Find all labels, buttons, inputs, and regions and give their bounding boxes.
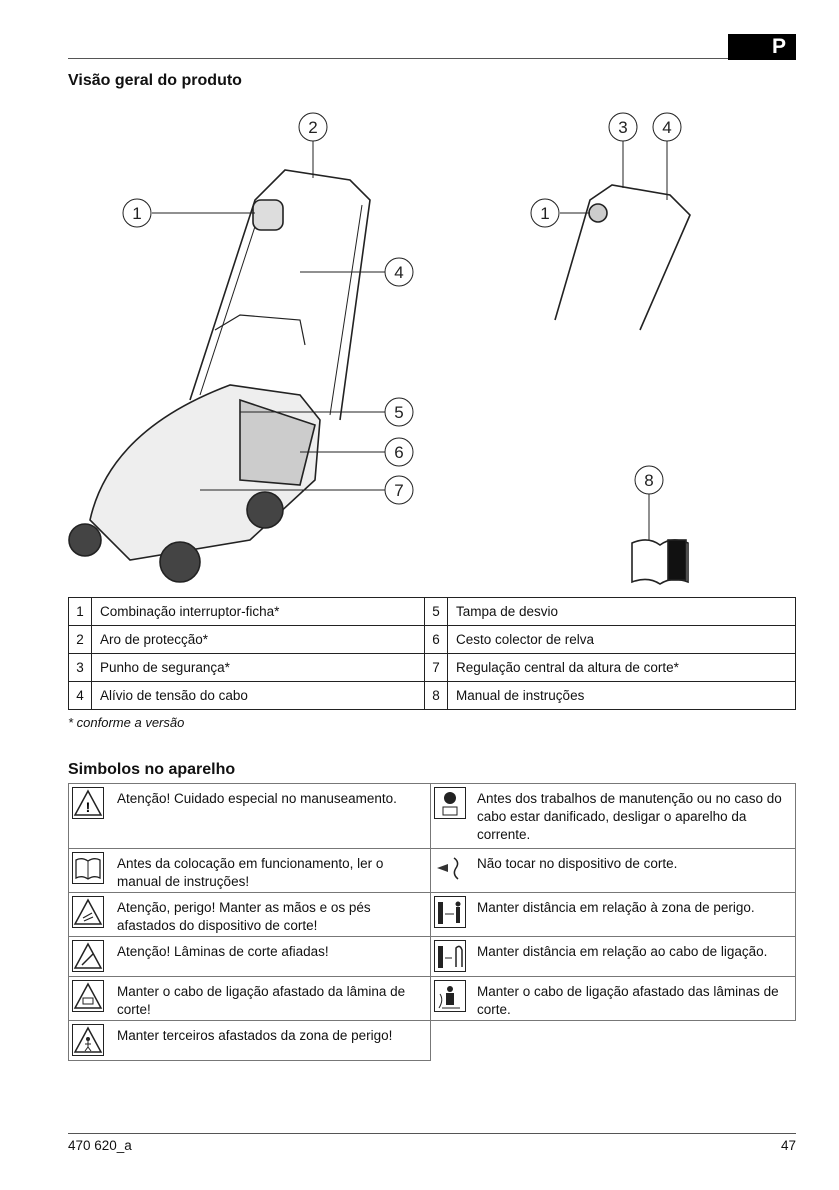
warning-triangle-icon: ! (72, 787, 104, 819)
cable-away-blade-icon (72, 980, 104, 1012)
callout-6: 6 (384, 437, 414, 467)
symbol-row: Antes dos trabalhos de manutenção ou no … (430, 783, 796, 849)
symbol-row: Não tocar no dispositivo de corte. (430, 848, 796, 893)
callout-1b: 1 (530, 198, 560, 228)
svg-text:1: 1 (132, 204, 141, 223)
symbol-row: Manter distância em relação à zona de pe… (430, 892, 796, 937)
instruction-manual-icon (72, 852, 104, 884)
table-row: 1 Combinação interruptor-ficha* 5 Tampa … (68, 597, 796, 626)
product-illustration: 1 2 4 5 6 7 1 3 4 8 (68, 112, 691, 585)
grass-box (239, 398, 316, 486)
symbol-row: Manter o cabo de ligação afastado da lâm… (68, 976, 431, 1021)
symbol-row: Manter distância em relação ao cabo de l… (430, 936, 796, 977)
do-not-touch-blade-icon (437, 857, 459, 880)
svg-text:5: 5 (394, 403, 403, 422)
svg-text:!: ! (86, 799, 91, 815)
symbol-row: Antes da colocação em funcionamento, ler… (68, 848, 431, 893)
mower-handle (189, 169, 371, 421)
manual-book-icon (631, 539, 689, 585)
callout-5: 5 (384, 397, 414, 427)
rear-wheel (246, 491, 284, 529)
front-wheel-2 (159, 541, 201, 583)
svg-text:6: 6 (394, 443, 403, 462)
keep-bystanders-away-icon (72, 1024, 104, 1056)
document-code: 470 620_a (68, 1138, 132, 1153)
callout-7: 7 (384, 475, 414, 505)
front-wheel (68, 523, 102, 557)
callout-1: 1 (122, 198, 152, 228)
parts-table: 1 Combinação interruptor-ficha* 5 Tampa … (68, 597, 796, 710)
callout-4b: 4 (652, 112, 682, 142)
svg-text:4: 4 (394, 263, 403, 282)
distance-cable-icon (434, 940, 466, 972)
svg-text:2: 2 (308, 118, 317, 137)
header-rule (68, 58, 728, 59)
symbol-row: Atenção! Lâminas de corte afiadas! (68, 936, 431, 977)
callout-2: 2 (298, 112, 328, 142)
callout-4: 4 (384, 257, 414, 287)
symbol-row: Manter o cabo de ligação afastado das lâ… (430, 976, 796, 1021)
svg-text:1: 1 (540, 204, 549, 223)
footnote: * conforme a versão (68, 715, 185, 730)
table-row: 4 Alívio de tensão do cabo 8 Manual de i… (68, 681, 796, 710)
handle-detail (554, 184, 691, 331)
symbol-row: Atenção, perigo! Manter as mãos e os pés… (68, 892, 431, 937)
cable-away-blades-icon (434, 980, 466, 1012)
callout-3: 3 (608, 112, 638, 142)
symbols-title: Simbolos no aparelho (68, 761, 236, 778)
svg-text:7: 7 (394, 481, 403, 500)
switch-box (252, 199, 284, 231)
sharp-blades-icon (72, 940, 104, 972)
svg-text:4: 4 (662, 118, 671, 137)
svg-text:3: 3 (618, 118, 627, 137)
language-tab: P (728, 34, 796, 60)
footer-rule (68, 1133, 796, 1134)
table-row: 3 Punho de segurança* 7 Regulação centra… (68, 653, 796, 682)
overview-title: Visão geral do produto (68, 72, 242, 89)
symbol-row: ! Atenção! Cuidado especial no manuseame… (68, 783, 431, 849)
page-number: 47 (780, 1138, 796, 1153)
table-row: 2 Aro de protecção* 6 Cesto colector de … (68, 625, 796, 654)
svg-text:8: 8 (644, 471, 653, 490)
distance-danger-zone-icon (434, 896, 466, 928)
hands-feet-danger-icon (72, 896, 104, 928)
unplug-before-maintenance-icon (434, 787, 466, 819)
symbol-row: Manter terceiros afastados da zona de pe… (68, 1020, 431, 1061)
callout-8: 8 (634, 465, 664, 495)
